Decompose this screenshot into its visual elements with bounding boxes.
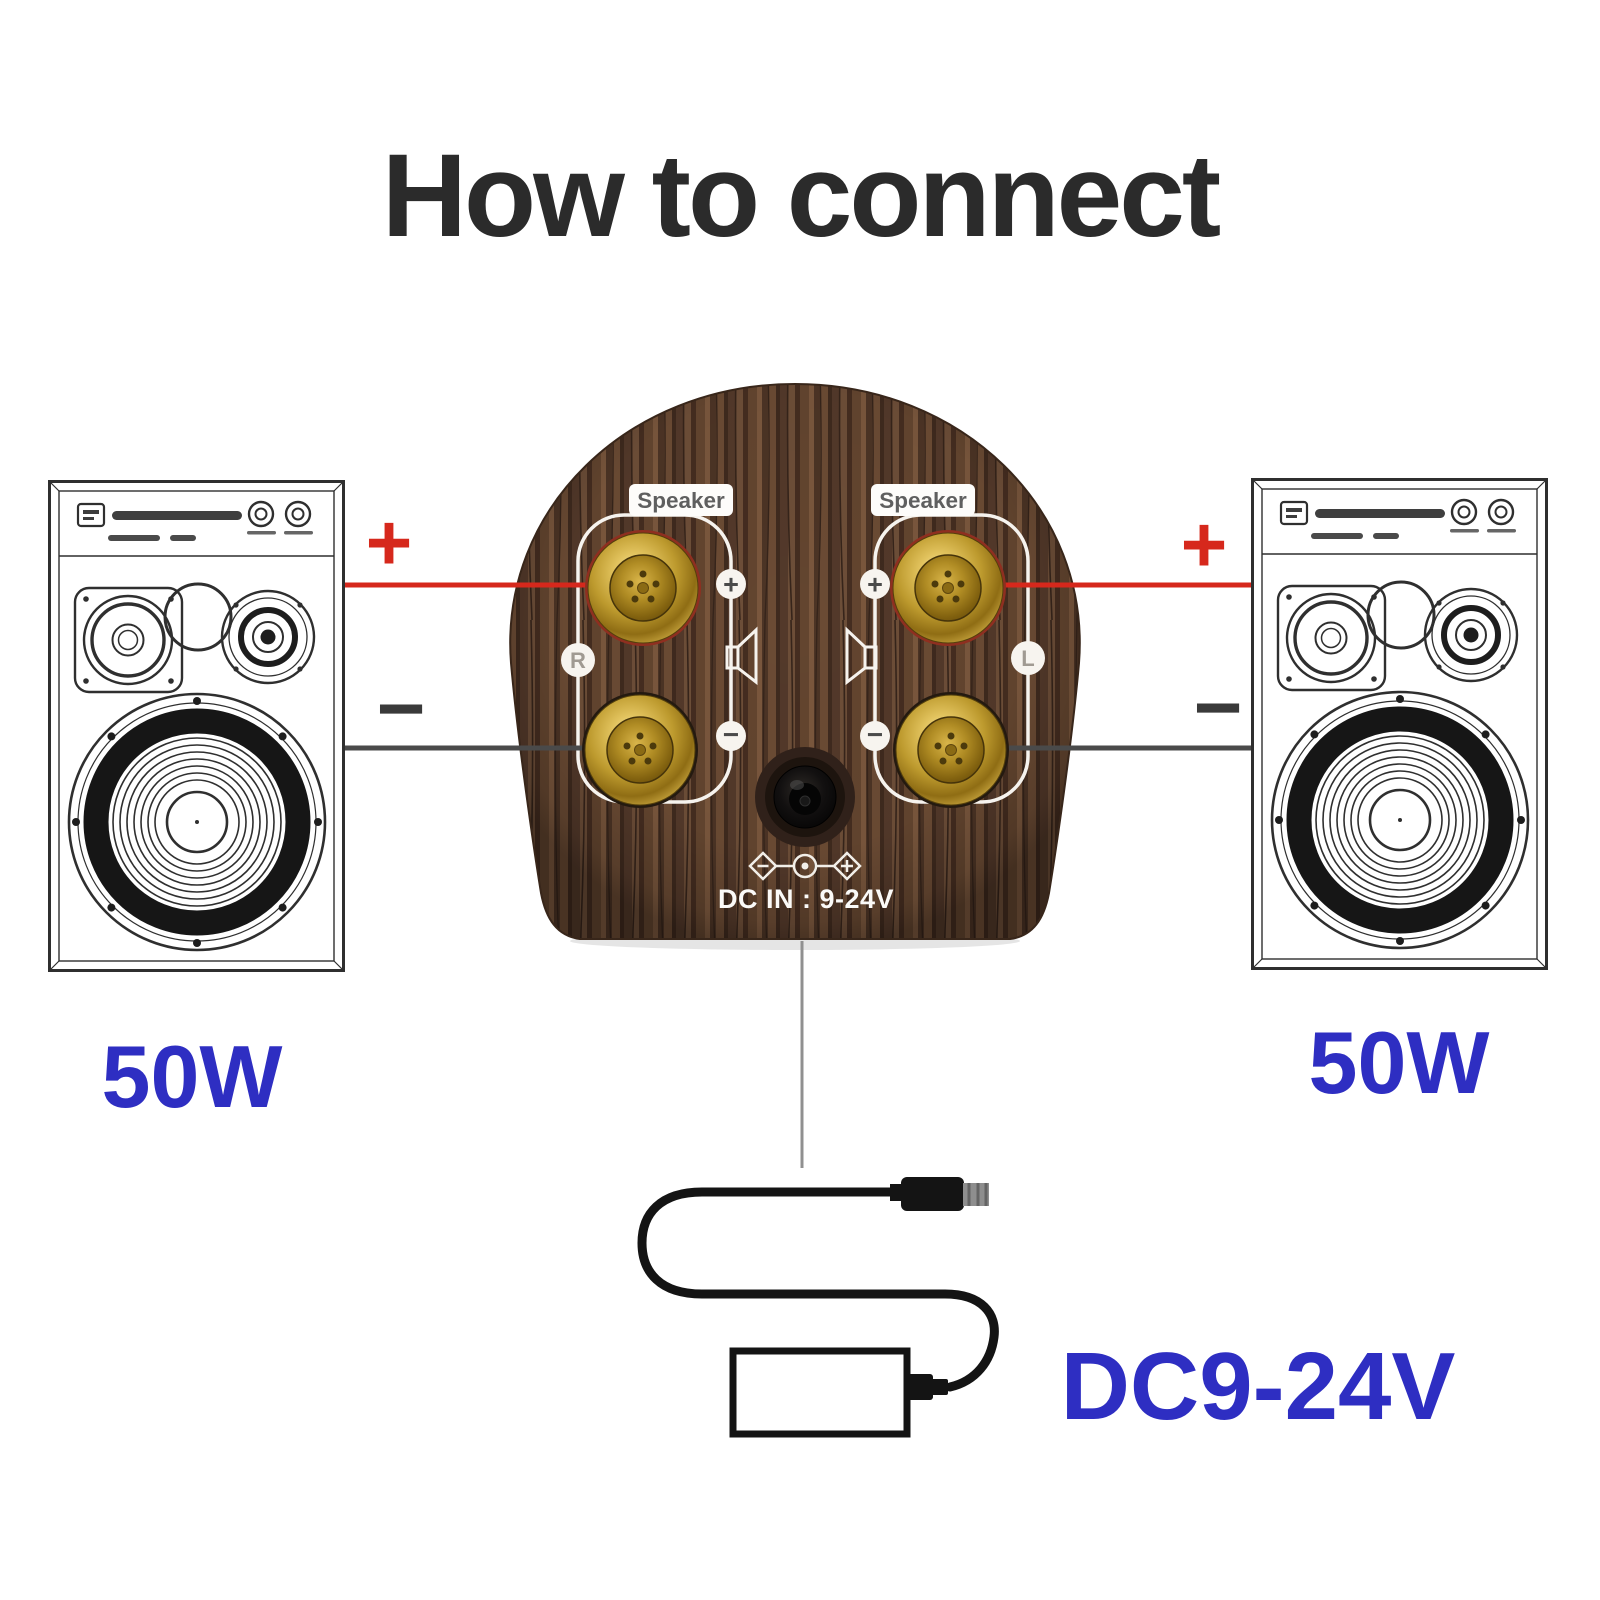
speaker-tag-right (871, 484, 975, 516)
speaker-symbol-icon (845, 626, 878, 686)
left-speaker-illustration (50, 482, 344, 971)
speaker-tag-left (629, 484, 733, 516)
speaker-symbol-icon (725, 626, 758, 686)
binding-post-left-negative (584, 694, 696, 806)
right-wire-minus-mark: − (1193, 660, 1242, 754)
right-wire-plus-mark: + (1181, 500, 1228, 589)
channel-badge-right-channel: R (570, 648, 586, 673)
wood-panel-shading (509, 382, 1081, 940)
page-title: How to connect (381, 130, 1221, 262)
left-wire-minus-mark: − (376, 661, 425, 755)
speaker-tag-left-label: Speaker (637, 488, 725, 513)
binding-post-right-negative (895, 694, 1007, 806)
minus-badge-right: − (867, 719, 883, 750)
left-speaker-power-label: 50W (101, 1027, 283, 1126)
minus-badge-left: − (723, 719, 739, 750)
dc-input-label: DC IN : 9-24V (718, 884, 894, 914)
power-adapter-illustration (637, 1177, 999, 1438)
left-wire-plus-mark: + (366, 498, 413, 587)
adapter-body (729, 1347, 911, 1438)
binding-post-left-positive (587, 532, 699, 644)
plus-badge-right: + (867, 570, 883, 600)
adapter-cable (637, 1187, 999, 1392)
dc-jack (755, 747, 855, 847)
amplifier-panel: Speaker Speaker (345, 382, 1251, 940)
plus-badge-left: + (723, 570, 739, 600)
right-speaker-power-label: 50W (1308, 1013, 1490, 1112)
speaker-tag-right-label: Speaker (879, 488, 967, 513)
adapter-outlet-connector (905, 1374, 948, 1400)
binding-post-right-positive (892, 532, 1004, 644)
right-speaker-illustration (1253, 480, 1547, 969)
channel-badge-left-channel: L (1021, 646, 1034, 671)
dc-polarity-icon (748, 851, 862, 881)
binding-posts (582, 530, 1009, 808)
adapter-voltage-label: DC9-24V (1060, 1333, 1456, 1440)
dc-plug-icon (890, 1177, 989, 1211)
terminal-badges: + − R + − L (561, 569, 1045, 751)
